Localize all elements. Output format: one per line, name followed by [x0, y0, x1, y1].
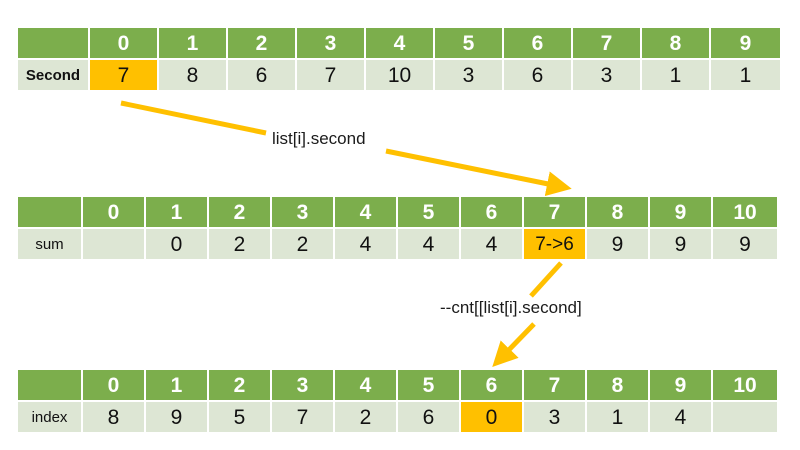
table-second-cell-2: 6	[228, 58, 297, 90]
table-sum-header-3: 3	[272, 197, 335, 227]
table-second-cell-7: 3	[573, 58, 642, 90]
table-index-header-row: 0 1 2 3 4 5 6 7 8 9 10	[18, 370, 778, 400]
table-sum-cell-5: 4	[398, 227, 461, 259]
table-sum-cell-1: 0	[146, 227, 209, 259]
table-sum-header-8: 8	[587, 197, 650, 227]
table-index: 0 1 2 3 4 5 6 7 8 9 10 index 8 9 5 7 2 6…	[18, 370, 778, 432]
table-second-cell-4: 10	[366, 58, 435, 90]
table-index-cell-8: 1	[587, 400, 650, 432]
arrow-note2-to-index	[492, 322, 536, 368]
table-index-header-9: 9	[650, 370, 713, 400]
table-second-cell-8: 1	[642, 58, 711, 90]
table-second-corner-cell	[18, 28, 90, 58]
table-second: 0 1 2 3 4 5 6 7 8 9 Second 7 8 6 7 10 3 …	[18, 28, 780, 90]
table-index-cell-3: 7	[272, 400, 335, 432]
table-second-cell-1: 8	[159, 58, 228, 90]
table-index-header-7: 7	[524, 370, 587, 400]
table-index-cell-2: 5	[209, 400, 272, 432]
table-second-header-7: 7	[573, 28, 642, 58]
table-second-value-row: Second 7 8 6 7 10 3 6 3 1 1	[18, 58, 780, 90]
table-sum-cell-10: 9	[713, 227, 777, 259]
table-sum-cell-7: 7->6	[524, 227, 587, 259]
table-index-cell-6: 0	[461, 400, 524, 432]
table-second-cell-0: 7	[90, 58, 159, 90]
table-sum-cell-0	[83, 227, 146, 259]
table-index-header-10: 10	[713, 370, 777, 400]
table-sum-corner-cell	[18, 197, 83, 227]
table-index-row-label: index	[18, 400, 83, 432]
arrow-second-to-note	[120, 100, 267, 136]
table-index-header-1: 1	[146, 370, 209, 400]
table-second-header-1: 1	[159, 28, 228, 58]
table-second-header-2: 2	[228, 28, 297, 58]
table-sum-cell-6: 4	[461, 227, 524, 259]
table-sum-header-4: 4	[335, 197, 398, 227]
table-second-header-row: 0 1 2 3 4 5 6 7 8 9	[18, 28, 780, 58]
table-sum-cell-8: 9	[587, 227, 650, 259]
arrow-sum-to-note2	[529, 261, 563, 298]
table-second-header-3: 3	[297, 28, 366, 58]
table-sum-header-7: 7	[524, 197, 587, 227]
table-second-cell-9: 1	[711, 58, 780, 90]
table-sum-header-10: 10	[713, 197, 777, 227]
table-index-header-4: 4	[335, 370, 398, 400]
table-index-value-row: index 8 9 5 7 2 6 0 3 1 4	[18, 400, 778, 432]
table-index-header-3: 3	[272, 370, 335, 400]
table-second-header-8: 8	[642, 28, 711, 58]
table-index-cell-4: 2	[335, 400, 398, 432]
annotation-cnt-decrement: --cnt[[list[i].second]	[440, 298, 582, 317]
table-second-row-label: Second	[18, 58, 90, 90]
table-second-cell-5: 3	[435, 58, 504, 90]
table-index-header-6: 6	[461, 370, 524, 400]
table-sum-header-9: 9	[650, 197, 713, 227]
table-index-cell-1: 9	[146, 400, 209, 432]
table-second-header-4: 4	[366, 28, 435, 58]
table-sum-header-row: 0 1 2 3 4 5 6 7 8 9 10	[18, 197, 778, 227]
table-index-cell-9: 4	[650, 400, 713, 432]
table-index-cell-0: 8	[83, 400, 146, 432]
arrow-note-to-sum	[385, 148, 572, 197]
table-sum-cell-4: 4	[335, 227, 398, 259]
table-sum-cell-2: 2	[209, 227, 272, 259]
table-index-header-2: 2	[209, 370, 272, 400]
table-index-corner-cell	[18, 370, 83, 400]
table-index-cell-5: 6	[398, 400, 461, 432]
table-sum-row-label: sum	[18, 227, 83, 259]
table-sum-cell-3: 2	[272, 227, 335, 259]
table-second-cell-3: 7	[297, 58, 366, 90]
table-second-header-0: 0	[90, 28, 159, 58]
table-index-header-8: 8	[587, 370, 650, 400]
table-index-header-0: 0	[83, 370, 146, 400]
annotation-list-second: list[i].second	[272, 129, 366, 148]
table-second-header-5: 5	[435, 28, 504, 58]
table-sum-header-0: 0	[83, 197, 146, 227]
table-sum-value-row: sum 0 2 2 4 4 4 7->6 9 9 9	[18, 227, 778, 259]
table-index-cell-10	[713, 400, 777, 432]
table-sum-cell-9: 9	[650, 227, 713, 259]
table-sum: 0 1 2 3 4 5 6 7 8 9 10 sum 0 2 2 4 4 4 7…	[18, 197, 778, 259]
table-second-header-9: 9	[711, 28, 780, 58]
table-sum-header-2: 2	[209, 197, 272, 227]
table-sum-header-1: 1	[146, 197, 209, 227]
table-sum-header-5: 5	[398, 197, 461, 227]
table-second-cell-6: 6	[504, 58, 573, 90]
table-index-cell-7: 3	[524, 400, 587, 432]
table-sum-header-6: 6	[461, 197, 524, 227]
table-second-header-6: 6	[504, 28, 573, 58]
table-index-header-5: 5	[398, 370, 461, 400]
